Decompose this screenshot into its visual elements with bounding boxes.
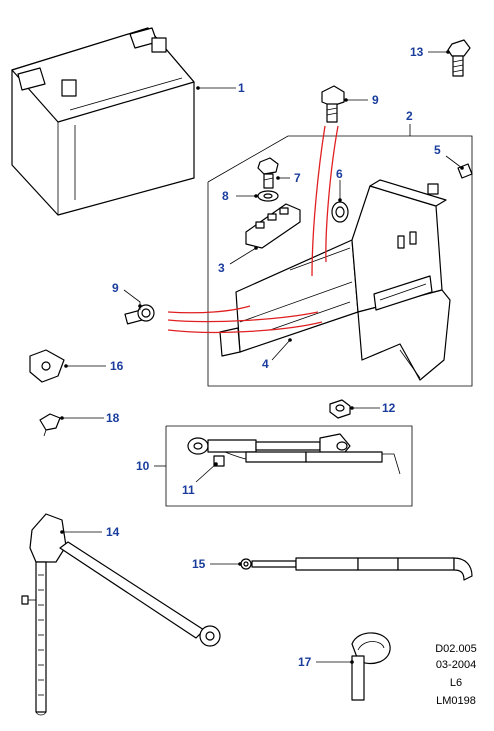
reference-line-4: LM0198 (436, 695, 476, 707)
reference-line-2: 03-2004 (436, 659, 476, 671)
callout-12: 12 (382, 401, 396, 415)
bracket-3 (245, 203, 301, 249)
reference-block: D02.005 03-2004 L6 LM0198 (435, 643, 477, 707)
callout-16: 16 (110, 359, 124, 373)
callout-4: 4 (262, 357, 269, 371)
washer-8 (257, 190, 279, 202)
clip-18 (39, 413, 61, 437)
callout-8: 8 (222, 189, 229, 203)
bolt-9-top (321, 85, 345, 123)
battery-tray (219, 179, 451, 381)
grommet-6 (331, 201, 349, 223)
callout-10: 10 (136, 459, 150, 473)
cable-14 (21, 513, 221, 716)
reference-line-3: L6 (450, 677, 462, 689)
callout-18: 18 (106, 411, 120, 425)
nut-12 (329, 399, 351, 419)
callout-14: 14 (106, 525, 120, 539)
callout-17: 17 (298, 655, 312, 669)
callout-9-top: 9 (372, 93, 379, 107)
battery (11, 27, 195, 216)
leader-lines (60, 50, 464, 664)
reference-lines (167, 125, 339, 334)
callout-1: 1 (238, 81, 245, 95)
callout-3: 3 (218, 261, 225, 275)
callout-7: 7 (294, 171, 301, 185)
callout-15: 15 (192, 557, 206, 571)
reference-line-1: D02.005 (435, 643, 477, 655)
callout-6: 6 (336, 167, 343, 181)
cable-assembly-10 (165, 425, 413, 507)
cable-tie-17 (351, 632, 391, 701)
callout-13: 13 (410, 45, 424, 59)
callout-11: 11 (182, 483, 195, 497)
cable-15 (240, 557, 473, 581)
callout-9-left: 9 (112, 281, 119, 295)
bolt-9-left (124, 304, 155, 325)
bolt-13 (447, 39, 471, 77)
callout-5: 5 (434, 143, 441, 157)
callout-2: 2 (406, 109, 413, 123)
tray-frame (207, 135, 473, 387)
clamp-16 (29, 349, 65, 383)
bolt-7 (257, 157, 279, 189)
